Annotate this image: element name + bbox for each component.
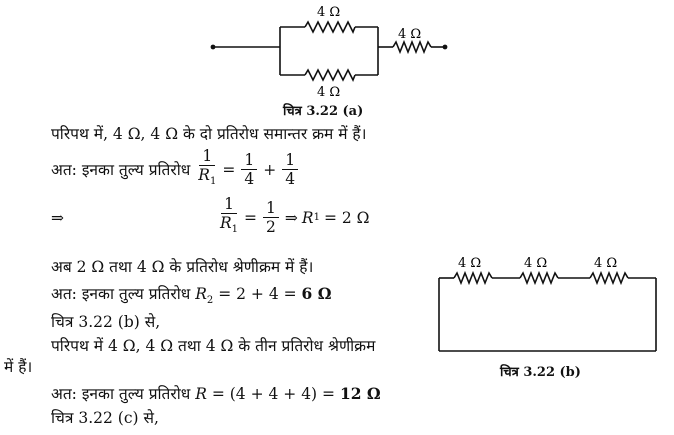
fraction-term-1: 1 4	[241, 151, 258, 188]
fraction-lhs: 1 R1	[198, 147, 217, 188]
text-line-5: अत: इनका तुल्य प्रतिरोध R2 = 2 + 4 = 6 Ω	[51, 284, 332, 307]
text-line-4: अब 2 Ω तथा 4 Ω के प्रतिरोध श्रेणीक्रम मे…	[51, 258, 314, 276]
resistor-label-bottom: 4 Ω	[317, 85, 340, 100]
fraction-lhs-2: 1 R1	[220, 195, 239, 236]
resistor-label-b1: 4 Ω	[458, 256, 481, 271]
fraction-term-2: 1 4	[282, 151, 299, 188]
text-line-1: परिपथ में, 4 Ω, 4 Ω के दो प्रतिरोध समान्…	[51, 125, 367, 143]
fraction-half: 1 2	[263, 199, 279, 236]
text-line-6: चित्र 3.22 (b) से,	[51, 313, 161, 331]
text-line-7: परिपथ में 4 Ω, 4 Ω तथा 4 Ω के तीन प्रतिर…	[51, 337, 376, 355]
circuit-diagram-b: 4 Ω 4 Ω 4 Ω	[438, 256, 657, 352]
text-line-2: अत: इनका तुल्य प्रतिरोध 1 R1 = 1 4 + 1 4	[51, 148, 300, 191]
resistor-label-b3: 4 Ω	[594, 256, 617, 271]
figure-caption-a: चित्र 3.22 (a)	[283, 104, 364, 119]
resistor-label-b2: 4 Ω	[524, 256, 547, 271]
line2-prefix: अत: इनका तुल्य प्रतिरोध	[51, 160, 191, 179]
resistor-label-series: 4 Ω	[398, 27, 421, 42]
figure-caption-b: चित्र 3.22 (b)	[500, 365, 581, 380]
resistor-label-top: 4 Ω	[317, 5, 340, 20]
text-line-9: अत: इनका तुल्य प्रतिरोध R = (4 + 4 + 4) …	[51, 384, 381, 403]
circuit-diagram-a: 4 Ω 4 Ω 4 Ω	[210, 5, 448, 100]
text-line-8: में हैं।	[4, 358, 33, 376]
text-line-10: चित्र 3.22 (c) से,	[51, 409, 159, 427]
implies-arrow: ⇒	[51, 209, 64, 227]
